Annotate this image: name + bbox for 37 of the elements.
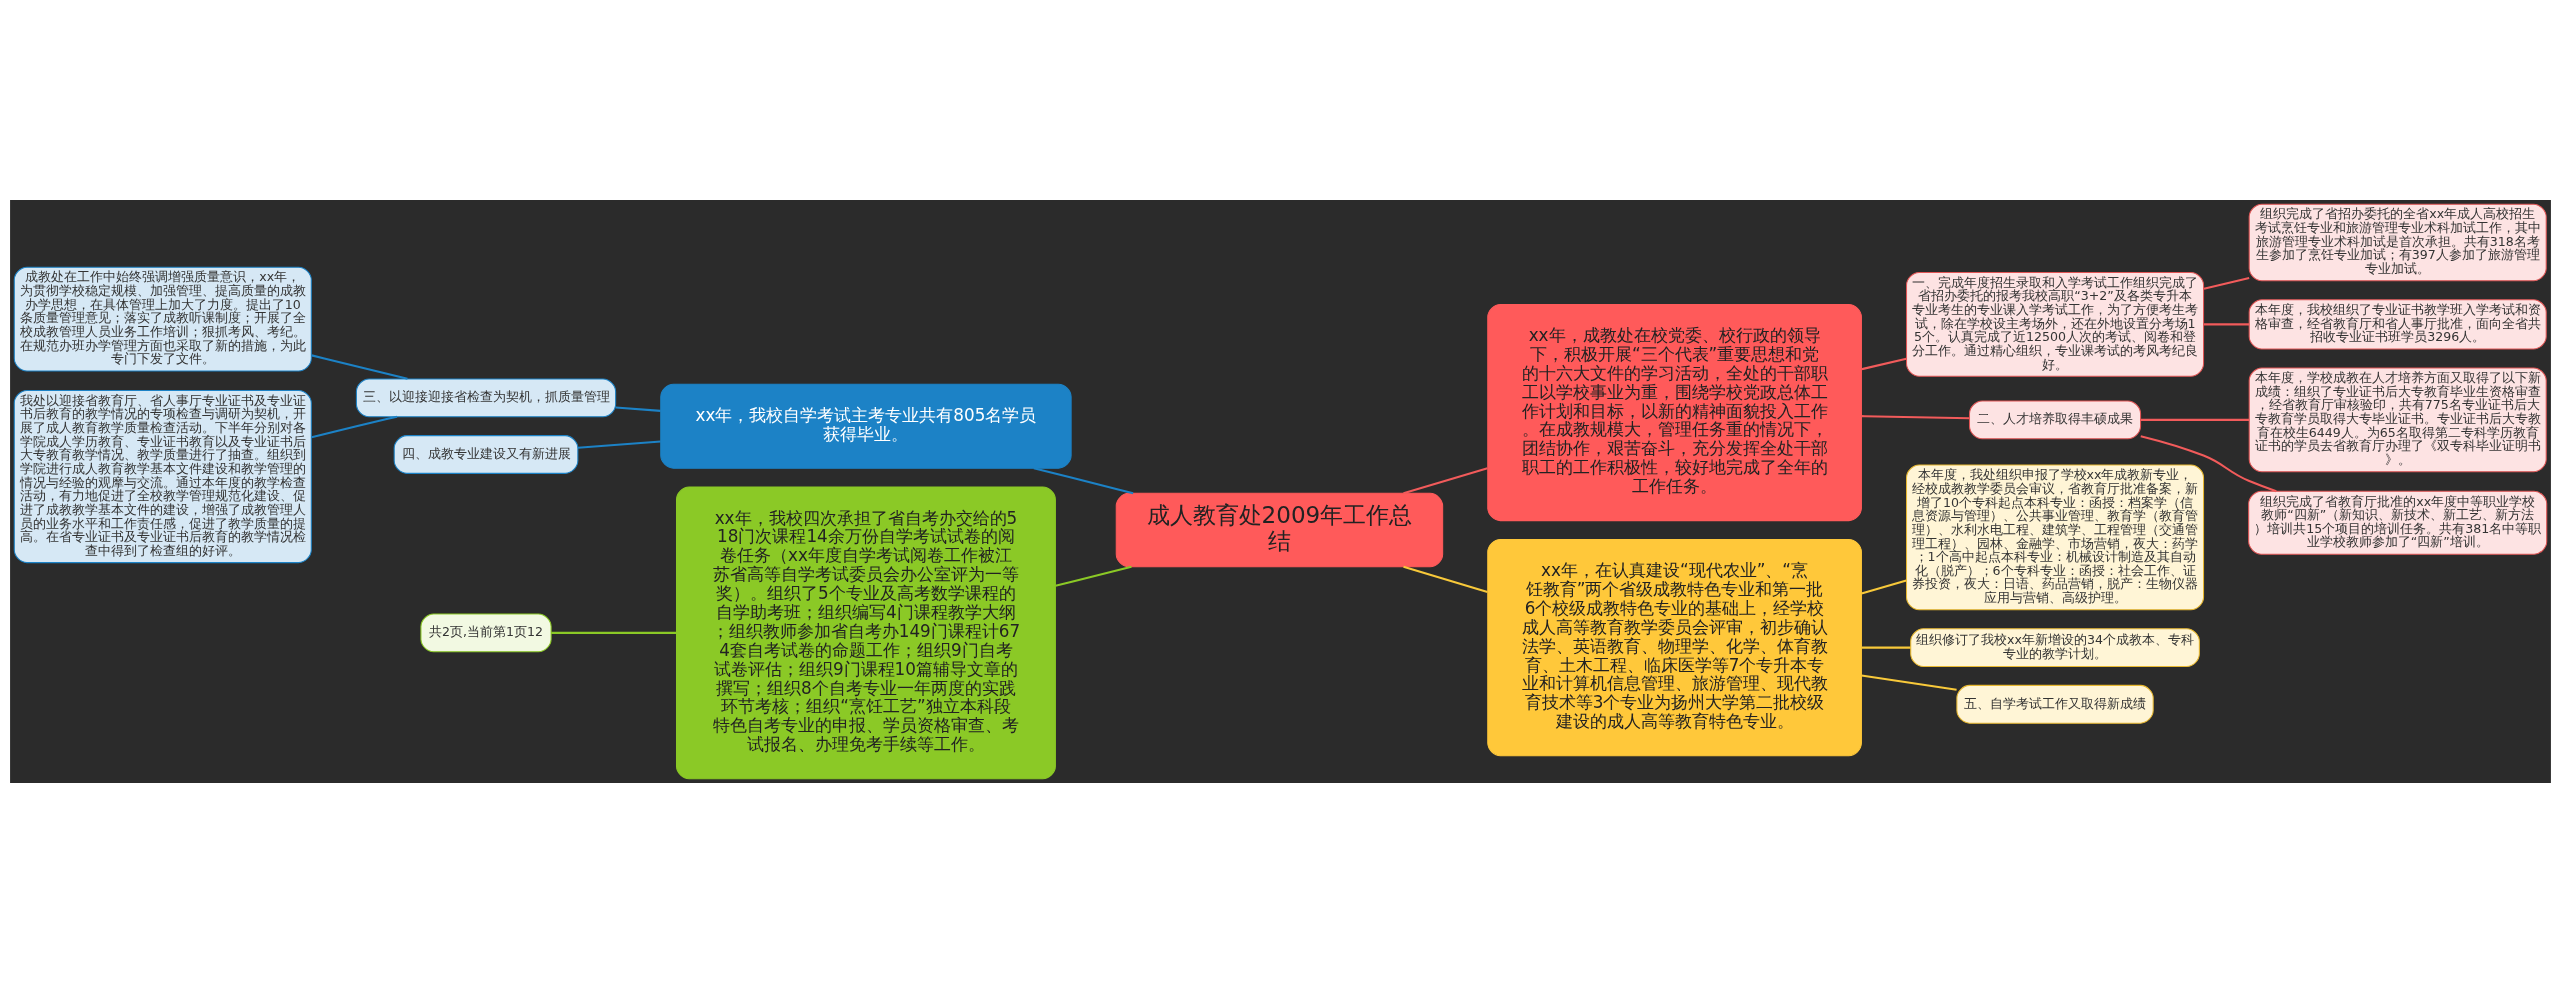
connector [615,405,661,412]
connector [1860,578,1907,594]
connector [310,415,397,438]
connector [1033,466,1133,494]
node-box: xx年，我校四次承担了省自考办交给的518门次课程14余万份自学考试试卷的阅卷任务（xx年度自学考试阅卷工作被江苏省高等自学考试委员会办公室评为一等奖）。组织了5个专业及高考数学课程的自学助考班；组织编写4门课程教学大纲；组织教师参加省自考办149门课程计674套自考试卷的命题工作；组织9门自考试卷评估；组织9门课程10篇辅导文章的撰写；组织8个自考专业一年两度的实践环节考核；组织“烹饪工艺”独立本科段特色自考专业的申报、学员资格审查、考试报名、办理免考手续等工作。 [675,486,1056,779]
node-box: 二、人才培养取得丰硕成果 [1968,399,2141,439]
connector [1054,565,1132,587]
node-box: 组织修订了我校xx年新增设的34个成教本、专科专业的教学计划。 [1909,627,2200,667]
connector [2203,276,2249,290]
connector [1402,565,1488,593]
connector [1402,466,1488,494]
node-box: 组织完成了省招办委托的全省xx年成人高校招生考试烹饪专业和旅游管理专业术科加试工作，其中旅游管理专业术科加试是首次承担。共有318名考生参加了烹饪专业加试；有397人参加了旅游管理专业加试。 [2248,203,2547,281]
node-box: xx年，在认真建设“现代农业”、“烹饪教育”两个省级成教特色专业和第一批6个校级成教特色专业的基础上，经学校成人高等教育教学委员会评审，初步确认法学、英语教育、物理学、化学、体育教育、土木工程、临床医学等7个专升本专业和计算机信息管理、旅游管理、现代教育技术等3个专业为扬州大学第二批校级建设的成人高等教育特色专业。 [1486,538,1862,756]
connector [2140,418,2249,421]
node-box: 共2页,当前第1页12 [419,613,552,652]
node-box: 五、自学考试工作又取得新成绩 [1955,684,2154,724]
connector [1860,357,1907,370]
node-box: xx年，成教处在校党委、校行政的领导下，积极开展“三个代表”重要思想和党的十六大文件的学习活动，全处的干部职工以学校事业为重，围绕学校党政总体工作计划和目标，以新的精神面貌投入工作。在成教规模大，管理任务重的情况下，团结协作，艰苦奋斗，充分发挥全处干部职工的工作积极性，较好地完成了全年的工作任务。 [1486,303,1862,521]
node-box: 成人教育处2009年工作总结 [1115,492,1443,567]
node-box: 四、成教专业建设又有新进展 [393,434,578,474]
node-box: 三、以迎接迎接省检查为契机，抓质量管理 [355,377,616,417]
node-box: 我处以迎接省教育厅、省人事厅专业证书及专业证书后教育的教学情况的专项检查与调研为契机，开展了成人教育教学质量检查活动。下半年分别对各学院成人学历教育、专业证书教育以及专业证书后大专教育教学情况、教学质量进行了抽查。组织到学院进行成人教育教学基本文件建设和教学管理的情况与经验的观摩与交流。通过本年度的教学检查活动，有力地促进了全校教学管理规范化建设、促进了成教教学基本文件的建设，增强了成教管理人员的业务水平和工作责任感，促进了教学质量的提高。在省专业证书及专业证书后教育的教学情况检查中得到了检查组的好评。 [13,389,312,563]
connector [1860,673,1957,691]
node-box: 本年度，我校组织了专业证书教学班入学考试和资格审查，经省教育厅和省人事厅批准，面向全省共招收专业证书班学员3296人。 [2248,298,2547,350]
connector [550,631,676,634]
node-box: 本年度，学校成教在人才培养方面又取得了以下新成绩：组织了专业证书后大专教育毕业生资格审查，经省教育厅审核验印，共有775名专业证书后大专教育学员取得大专毕业证书。专业证书后大专教育在校生6449人。为65名取得第二专科学历教育证书的学员去省教育厅办理了《双专科毕业证明书》。 [2248,366,2547,472]
node-box: 组织完成了省教育厅批准的xx年度中等职业学校教师“四新”（新知识、新技术、新工艺、新方法）培训共15个项目的培训任务。共有381名中等职业学校教师参加了“四新”培训。 [2247,490,2547,555]
connector [577,439,661,449]
node-box: 本年度，我处组织申报了学校xx年成教新专业，经校成教教学委员会审议，省教育厅批准备案，新增了10个专科起点本科专业：函授：档案学（信息资源与管理）、公共事业管理、教育学（教育管理）、水利水电工程、建筑学、工程管理（交通管理工程）、园林、金融学、市场营销，夜大：药学；1个高中起点本科专业：机械设计制造及其自动化（脱产）；6个专科专业：函授：社会工作、证券投资，夜大：日语、药品营销，脱产：生物仪器应用与营销、高级护理。 [1905,463,2204,610]
node-box: 一、完成年度招生录取和入学考试工作组织完成了省招办委托的报考我校高职“3+2”及各类专升本专业考生的专业课入学考试工作，为了方便考生考试，除在学校设主考场外，还在外地设置分考场15个。认真完成了近12500人次的考试、阅卷和登分工作。通过精心组织，专业课考试的考风考纪良好。 [1905,271,2204,377]
connector [2203,322,2249,325]
connector [2140,434,2277,492]
connector [310,353,408,380]
connector [1860,414,1969,419]
node-box: xx年，我校自学考试主考专业共有805名学员获得毕业。 [659,383,1072,469]
connector [1861,646,1911,649]
node-box: 成教处在工作中始终强调增强质量意识，xx年，为贯彻学校稳定规模、加强管理、提高质量的成教办学思想，在具体管理上加大了力度。提出了10条质量管理意见；落实了成教听课制度；开展了全校成教管理人员业务工作培训；狠抓考风、考纪。在规范办班办学管理方面也采取了新的措施，为此专门下发了文件。 [13,266,312,372]
